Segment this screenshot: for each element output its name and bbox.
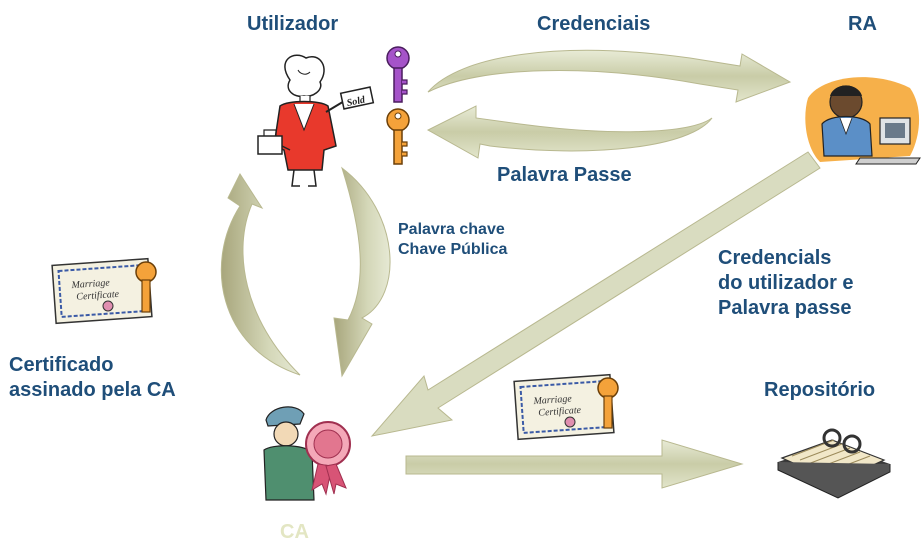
repositorio-arrow bbox=[405, 439, 744, 489]
certificado-line2: assinado pela CA bbox=[9, 379, 176, 401]
svg-text:Marriage: Marriage bbox=[70, 277, 111, 291]
credencials-line1: Credencials bbox=[718, 247, 832, 269]
official-with-seal-icon bbox=[263, 406, 351, 501]
certificado-label: Certificado assinado pela CA bbox=[9, 353, 176, 403]
palavra-chave-arrow bbox=[333, 166, 391, 378]
palavra-passe-arrow bbox=[426, 105, 713, 159]
rolodex-icon bbox=[777, 428, 891, 499]
svg-text:Certificate: Certificate bbox=[538, 405, 582, 419]
certificado-arrow bbox=[220, 172, 301, 376]
credenciais-arrow bbox=[427, 49, 792, 103]
certificate-with-key-icon-2: Marriage Certificate bbox=[513, 373, 619, 441]
credencials-arrow bbox=[370, 151, 821, 437]
palavra-passe-label: Palavra Passe bbox=[497, 164, 632, 186]
credencials-label: Credencials do utilizador e Palavra pass… bbox=[718, 246, 854, 321]
credenciais-label: Credenciais bbox=[537, 13, 651, 35]
utilizador-label: Utilizador bbox=[247, 13, 339, 35]
ra-label: RA bbox=[848, 13, 877, 35]
sign-text: Sold bbox=[346, 94, 367, 109]
svg-text:Marriage: Marriage bbox=[532, 393, 573, 407]
ca-label: CA bbox=[280, 521, 309, 543]
palavra-chave-label: Palavra chave Chave Pública bbox=[398, 220, 507, 260]
svg-text:Certificate: Certificate bbox=[76, 289, 120, 303]
palavra-chave-line1: Palavra chave bbox=[398, 221, 505, 238]
credencials-line2: do utilizador e bbox=[718, 272, 854, 294]
man-at-computer-icon bbox=[805, 77, 921, 165]
orange-key-icon bbox=[386, 108, 410, 165]
purple-key-icon bbox=[386, 46, 410, 103]
credencials-line3: Palavra passe bbox=[718, 297, 852, 319]
businesswoman-icon: Sold bbox=[257, 54, 375, 187]
certificado-line1: Certificado bbox=[9, 354, 114, 376]
certificate-with-key-icon: Marriage Certificate bbox=[51, 257, 157, 325]
palavra-chave-line2: Chave Pública bbox=[398, 241, 508, 258]
repositorio-label: Repositório bbox=[764, 379, 876, 401]
